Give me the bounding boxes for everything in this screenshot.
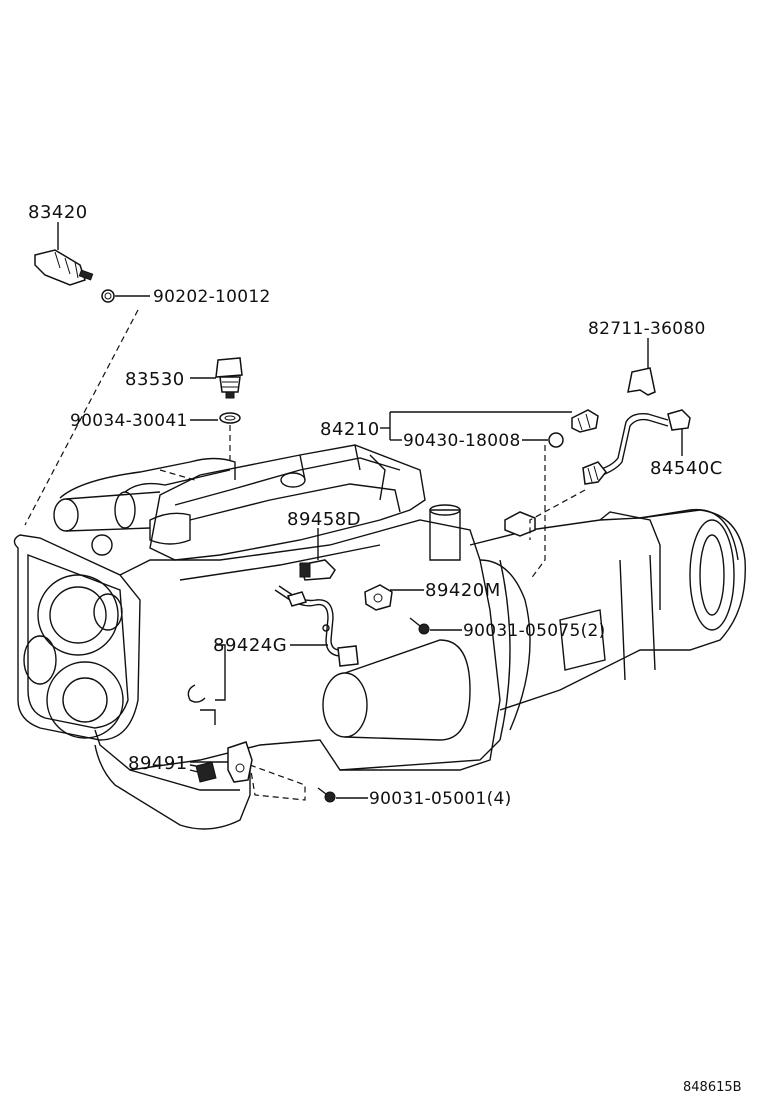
part-83420[interactable]: 83420 <box>28 202 94 286</box>
part-83530[interactable]: 83530 <box>125 357 243 399</box>
part-89491[interactable]: 89491 <box>128 741 253 783</box>
part-84540C[interactable]: 84540C <box>582 409 723 485</box>
part-number-84210: 84210 <box>320 419 380 440</box>
part-number-89420M: 89420M <box>425 580 501 601</box>
part-90034-30041[interactable]: 90034-30041 <box>70 411 241 431</box>
part-number-89491: 89491 <box>128 753 188 774</box>
drawing-code: 848615B <box>683 1080 742 1095</box>
part-number-90031-05075: 90031-05075(2) <box>463 621 606 641</box>
part-89458D[interactable]: 89458D <box>287 509 361 581</box>
part-90031-05075[interactable]: 90031-05075(2) <box>409 617 606 641</box>
part-number-90430-18008: 90430-18008 <box>403 431 521 451</box>
part-89420M[interactable]: 89420M <box>364 580 501 611</box>
part-90202-10012[interactable]: 90202-10012 <box>101 287 271 307</box>
part-84210[interactable]: 84210 <box>320 409 599 441</box>
part-90430-18008[interactable]: 90430-18008 <box>403 431 564 451</box>
dashed-leaders <box>24 309 586 801</box>
part-89424G[interactable]: 89424G <box>213 585 359 667</box>
part-number-89424G: 89424G <box>213 635 287 656</box>
part-number-82711-36080: 82711-36080 <box>588 319 706 339</box>
part-82711-36080[interactable]: 82711-36080 <box>588 319 706 396</box>
part-number-90034-30041: 90034-30041 <box>70 411 188 431</box>
part-90031-05001[interactable]: 90031-05001(4) <box>317 787 512 809</box>
part-number-90031-05001: 90031-05001(4) <box>369 789 512 809</box>
part-number-83530: 83530 <box>125 369 185 390</box>
part-number-89458D: 89458D <box>287 509 361 530</box>
part-number-90202-10012: 90202-10012 <box>153 287 271 307</box>
part-number-83420: 83420 <box>28 202 88 223</box>
engine-assembly-illustration <box>13 444 746 830</box>
part-number-84540C: 84540C <box>650 458 723 479</box>
